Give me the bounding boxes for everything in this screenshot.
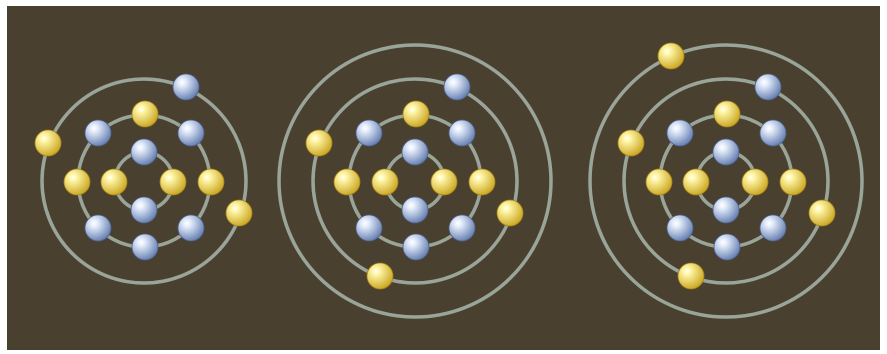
yellow-particle [198,169,224,195]
blue-particle [356,215,382,241]
yellow-particle [160,169,186,195]
yellow-particle [132,101,158,127]
blue-particle [402,139,428,165]
yellow-particle [469,169,495,195]
blue-particle [755,74,781,100]
blue-particle [131,197,157,223]
yellow-particle [64,169,90,195]
blue-particle [714,234,740,260]
blue-particle [178,120,204,146]
yellow-particle [497,200,523,226]
blue-particle [85,120,111,146]
yellow-particle [678,263,704,289]
blue-particle [760,215,786,241]
yellow-particle [101,169,127,195]
yellow-particle [742,169,768,195]
yellow-particle [372,169,398,195]
blue-particle [713,197,739,223]
yellow-particle [367,263,393,289]
blue-particle [132,234,158,260]
blue-particle [356,120,382,146]
blue-particle [449,215,475,241]
yellow-particle [714,101,740,127]
yellow-particle [306,130,332,156]
yellow-particle [618,130,644,156]
blue-particle [85,215,111,241]
yellow-particle [35,130,61,156]
blue-particle [178,215,204,241]
blue-particle [760,120,786,146]
blue-particle [713,139,739,165]
yellow-particle [683,169,709,195]
blue-particle [449,120,475,146]
blue-particle [667,215,693,241]
yellow-particle [334,169,360,195]
yellow-particle [646,169,672,195]
blue-particle [403,234,429,260]
yellow-particle [658,43,684,69]
blue-particle [667,120,693,146]
yellow-particle [431,169,457,195]
blue-particle [444,74,470,100]
yellow-particle [809,200,835,226]
blue-particle [173,74,199,100]
blue-particle [402,197,428,223]
blue-particle [131,139,157,165]
yellow-particle [226,200,252,226]
yellow-particle [403,101,429,127]
yellow-particle [780,169,806,195]
